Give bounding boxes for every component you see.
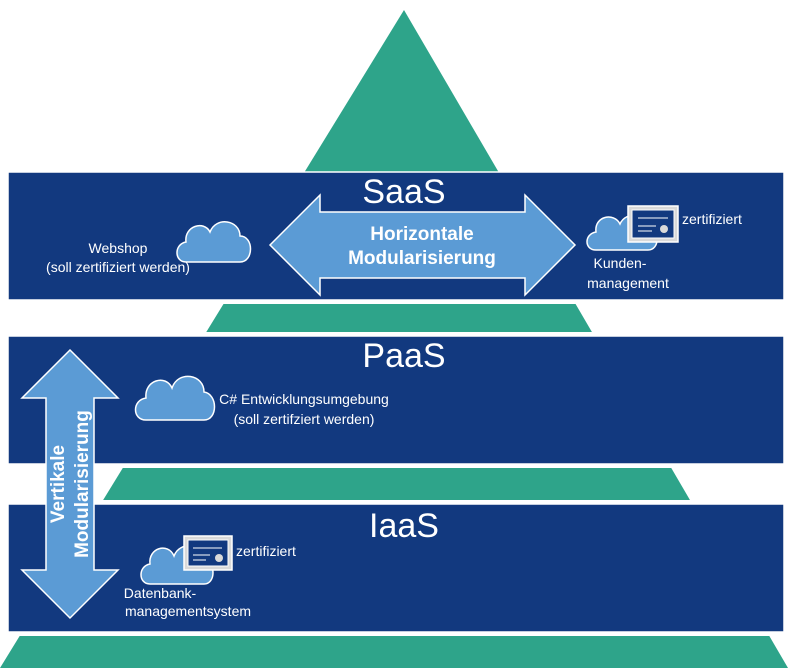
double-arrow-vertical-icon (20, 348, 120, 620)
iaas-band (7, 503, 785, 633)
saas-title: SaaS (362, 173, 445, 211)
paas-title: PaaS (362, 337, 445, 375)
db-label-2: managementsystem (125, 603, 251, 619)
kunden-label-2: management (587, 275, 669, 291)
kunden-badge: zertifiziert (682, 211, 742, 227)
vertical-arrow-label-1: Vertikale (48, 445, 69, 523)
vertical-arrow-label: Vertikale Modularisierung (48, 410, 93, 558)
env-label-2: (soll zertifziert werden) (234, 411, 375, 427)
db-badge: zertifiziert (236, 543, 296, 559)
gap-top (0, 300, 788, 304)
iaas-title: IaaS (369, 507, 439, 545)
gap-mid (0, 332, 788, 336)
horizontal-arrow-label-1: Horizontale (370, 224, 473, 245)
kunden-certificate-icon (627, 205, 679, 243)
gap-low (0, 464, 788, 468)
db-certificate-icon (183, 535, 233, 571)
kunden-label-1: Kunden- (594, 255, 647, 271)
paas-band (7, 335, 785, 465)
webshop-cloud-icon (176, 221, 252, 263)
env-label-1: C# Entwicklungsumgebung (219, 391, 389, 407)
entwicklungsumgebung-cloud-icon (134, 375, 216, 421)
db-label-1: Datenbank- (124, 585, 197, 601)
vertical-arrow-label-2: Modularisierung (72, 410, 93, 558)
gap-bottom (0, 632, 788, 636)
gap-low2 (0, 500, 788, 504)
webshop-label-2: (soll zertifiziert werden) (46, 259, 190, 275)
horizontal-arrow-label-2: Modularisierung (348, 248, 496, 269)
double-arrow-horizontal-icon (268, 193, 577, 297)
webshop-label-1: Webshop (89, 240, 148, 256)
